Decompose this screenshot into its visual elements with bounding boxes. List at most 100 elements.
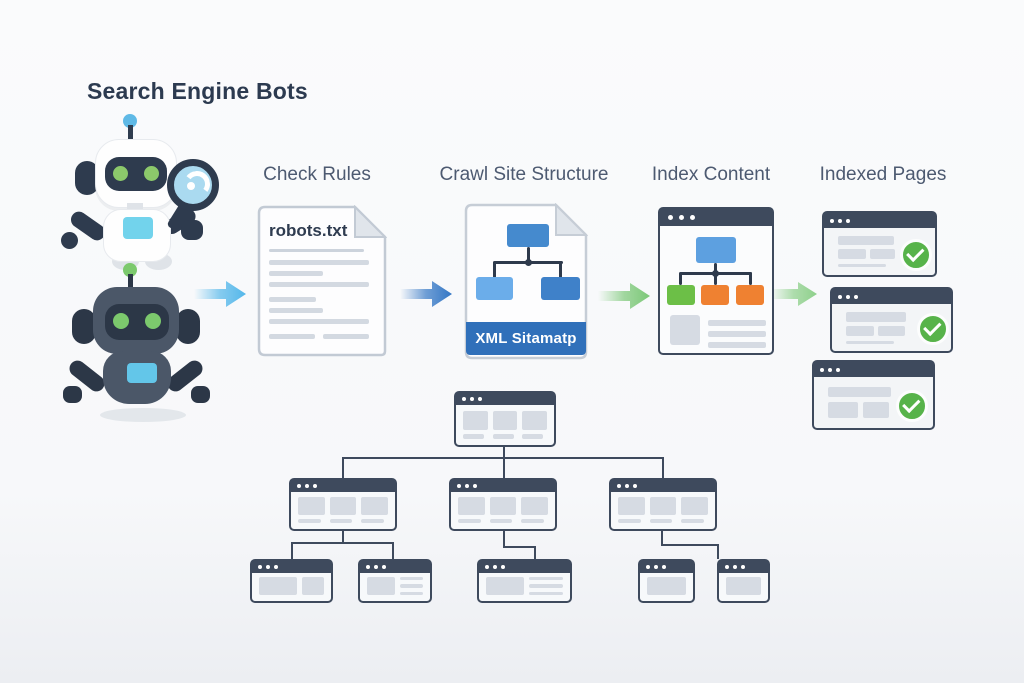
content-line — [708, 331, 766, 337]
check-badge — [896, 390, 928, 422]
site-tree-window — [250, 559, 333, 603]
content-thumbnail — [670, 315, 700, 345]
window-controls — [640, 561, 693, 573]
site-tree-window — [449, 478, 557, 531]
robot-hand — [61, 232, 78, 249]
sitemap-junction-dot — [525, 259, 532, 266]
doc-title: robots.txt — [269, 221, 348, 240]
window-controls — [456, 393, 554, 405]
robot-hand — [191, 386, 210, 403]
robot-shadow — [100, 408, 186, 422]
site-tree-window — [477, 559, 572, 603]
index-content-window — [658, 207, 774, 355]
site-tree-window — [289, 478, 397, 531]
wireframe-content — [463, 411, 548, 439]
content-line — [870, 249, 895, 259]
site-tree-window — [609, 478, 717, 531]
robot-neck — [127, 203, 143, 212]
robots-txt-document: robots.txt — [257, 205, 387, 357]
step-label-index-content: Index Content — [651, 164, 771, 185]
site-tree-root-window — [454, 391, 556, 447]
arrow-right-icon — [770, 282, 817, 306]
window-controls — [360, 561, 430, 573]
window-controls — [814, 362, 933, 377]
index-node-orange — [736, 285, 764, 305]
document-outline — [257, 205, 387, 357]
indexed-page-window — [822, 211, 937, 277]
doc-text-line — [269, 334, 315, 339]
sitemap-child-node — [541, 277, 580, 300]
tree-connector — [392, 542, 394, 559]
wireframe-content — [458, 497, 549, 523]
robot-eye — [113, 166, 128, 181]
content-line — [846, 312, 906, 322]
content-block — [863, 402, 889, 418]
content-line — [878, 326, 905, 336]
content-line — [846, 326, 874, 336]
wireframe-content — [618, 497, 709, 523]
index-junction-dot — [712, 270, 719, 277]
index-connector — [714, 272, 717, 285]
tree-connector — [503, 546, 536, 548]
doc-divider — [269, 249, 364, 252]
window-controls — [719, 561, 768, 573]
tree-connector — [717, 544, 719, 559]
check-icon — [906, 243, 925, 263]
wireframe-content — [367, 577, 423, 595]
check-icon — [923, 317, 942, 337]
doc-text-line — [269, 282, 369, 287]
index-node-green — [667, 285, 695, 305]
window-controls — [451, 480, 555, 492]
robot-ear — [176, 309, 200, 344]
step-label-check-rules: Check Rules — [263, 164, 371, 185]
index-connector — [714, 263, 717, 274]
site-tree-window — [358, 559, 432, 603]
check-badge — [900, 239, 932, 271]
wireframe-content — [298, 497, 389, 523]
content-line — [846, 341, 894, 344]
window-controls — [479, 561, 570, 573]
document-outline — [464, 203, 588, 360]
robot-chest-panel — [123, 217, 153, 239]
arrow-right-icon — [400, 281, 452, 307]
tree-connector — [503, 531, 505, 548]
wireframe-content — [647, 577, 686, 595]
window-controls — [824, 213, 935, 228]
sitemap-connector — [559, 261, 562, 278]
doc-text-line — [269, 308, 323, 313]
tree-connector — [661, 531, 663, 546]
robot-hand — [63, 386, 82, 403]
xml-sitemap-document: XML Sitamatp — [464, 203, 588, 360]
doc-text-line — [323, 334, 369, 339]
doc-text-line — [269, 260, 369, 265]
wireframe-content — [726, 577, 761, 595]
window-controls — [291, 480, 395, 492]
antenna-stem — [128, 274, 133, 289]
tree-connector — [662, 457, 664, 478]
wireframe-content — [486, 577, 563, 595]
sitemap-banner: XML Sitamatp — [466, 322, 586, 355]
content-line — [708, 320, 766, 326]
step-label-indexed-pages: Indexed Pages — [819, 164, 947, 185]
site-tree-window — [717, 559, 770, 603]
index-connector — [679, 272, 682, 285]
lens-shine-dot — [187, 182, 195, 190]
sitemap-connector — [493, 261, 496, 278]
arrow-right-icon — [194, 281, 246, 307]
index-connector — [749, 272, 752, 285]
robot-eye — [144, 166, 159, 181]
arrow-right-icon — [598, 283, 650, 309]
robot-chest-panel — [127, 363, 157, 383]
tree-connector — [342, 457, 344, 478]
white-robot-illustration — [55, 106, 230, 276]
sitemap-child-node — [476, 277, 513, 300]
window-controls — [252, 561, 331, 573]
window-controls — [832, 289, 951, 304]
index-root-node — [696, 237, 736, 263]
tree-connector — [661, 544, 719, 546]
step-label-crawl-site-structure: Crawl Site Structure — [439, 164, 609, 185]
content-block — [828, 402, 858, 418]
window-controls — [660, 209, 772, 226]
antenna-ball — [123, 263, 137, 277]
